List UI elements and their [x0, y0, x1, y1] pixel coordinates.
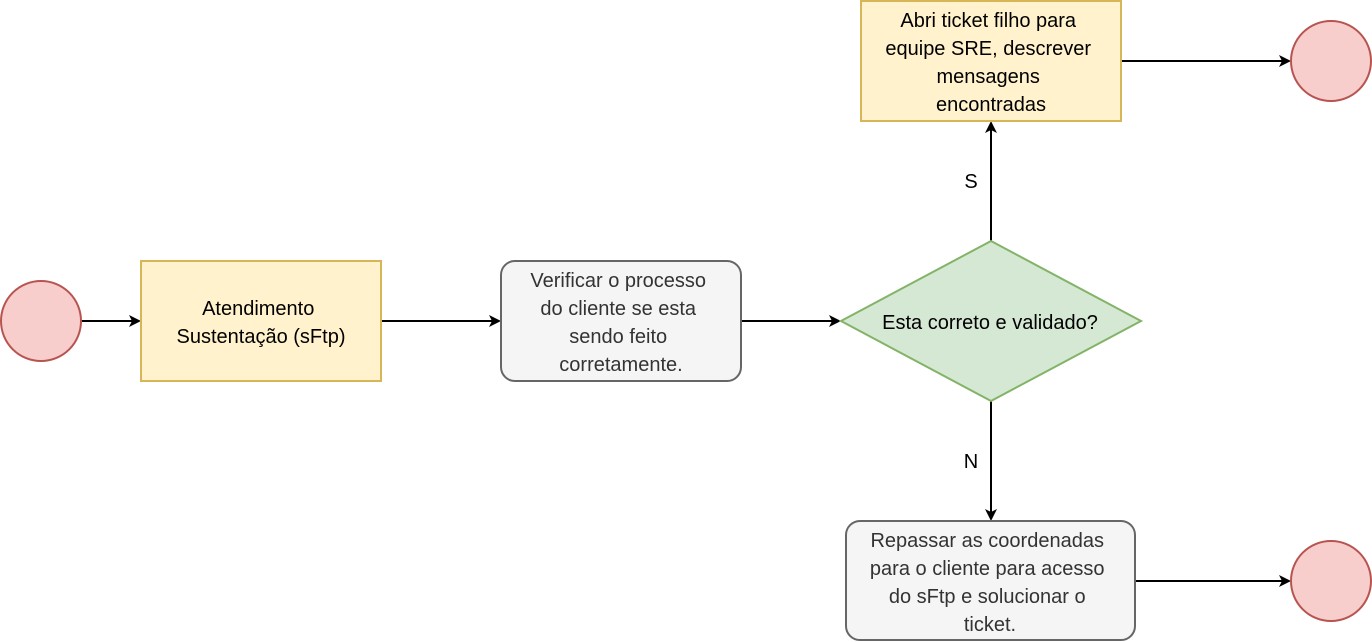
edge-label-yes: S [964, 171, 977, 193]
repassar-line-3: do sFtp e solucionar o [889, 586, 1086, 608]
repassar-line-1: Repassar as coordenadas [870, 530, 1103, 552]
svg-text:Atendimento Sustentação: Atendimento Sustentação (sFtp) [177, 298, 346, 348]
verificar-line-3: sendo feito [569, 326, 667, 348]
svg-text:Esta correto e validado?: Esta correto e validado? [882, 312, 1098, 334]
decision-node: Esta correto e validado? [838, 239, 1144, 403]
atendimento-node: Atendimento Sustentação (sFtp) [140, 260, 382, 382]
svg-text:Abri ticket filho para e: Abri ticket filho para equipe SRE, descr… [885, 10, 1096, 116]
start-node [0, 280, 82, 362]
edges: S N [81, 55, 1291, 587]
atendimento-line-1: Atendimento [202, 298, 314, 320]
verificar-node: Verificar o processo do cliente se esta … [500, 260, 742, 382]
svg-text:Repassar as coordenadas: Repassar as coordenadas para o cliente p… [870, 530, 1110, 636]
svg-text:Verificar o processo do: Verificar o processo do cliente se esta … [530, 270, 711, 376]
edge-label-no: N [964, 451, 978, 473]
repassar-line-4: ticket. [964, 614, 1016, 636]
verificar-line-4: corretamente. [559, 354, 682, 376]
end-node-top [1290, 20, 1372, 102]
abrir-ticket-line-1: Abri ticket filho para [900, 10, 1077, 32]
verificar-line-2: do cliente se esta [540, 298, 697, 320]
abrir-ticket-line-2: equipe SRE, descrever [885, 38, 1091, 60]
abrir-ticket-node: Abri ticket filho para equipe SRE, descr… [860, 0, 1122, 122]
end-node-bottom [1290, 540, 1372, 622]
verificar-line-1: Verificar o processo [530, 270, 706, 292]
abrir-ticket-line-4: encontradas [936, 94, 1046, 116]
atendimento-line-2: Sustentação (sFtp) [177, 326, 346, 348]
repassar-line-2: para o cliente para acesso [870, 558, 1105, 580]
decision-line-1: Esta correto e validado? [882, 312, 1098, 334]
repassar-node: Repassar as coordenadas para o cliente p… [845, 520, 1136, 641]
abrir-ticket-line-3: mensagens [937, 66, 1040, 88]
